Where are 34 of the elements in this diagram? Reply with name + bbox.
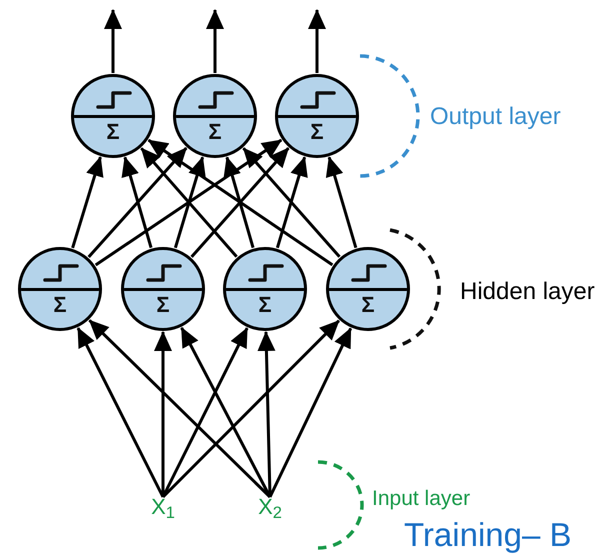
sum-symbol: Σ (208, 121, 222, 143)
arrow (71, 156, 104, 248)
arrow (276, 156, 308, 248)
arrow (88, 319, 272, 498)
arrow (140, 147, 238, 258)
arrow (104, 9, 122, 73)
arrow (242, 147, 341, 258)
arrow (174, 156, 206, 248)
sum-symbol: Σ (156, 294, 170, 316)
arrow (162, 327, 248, 498)
layer-label: Training– B (404, 515, 572, 555)
sum-symbol: Σ (53, 294, 67, 316)
arrow (326, 156, 358, 248)
arrow (206, 9, 224, 73)
arrow (148, 138, 334, 266)
arrow (76, 327, 164, 498)
sum-symbol: Σ (310, 121, 324, 143)
input-label: X$_{1}$ (148, 496, 178, 528)
layer-label: Hidden layer (460, 277, 595, 307)
sum-symbol: Σ (361, 294, 375, 316)
arrow (94, 138, 282, 266)
arrow (162, 320, 340, 498)
arrow (88, 147, 188, 258)
input-label: X$_{2}$ (255, 496, 285, 528)
arrow (154, 331, 172, 497)
layer-label: Output layer (430, 102, 561, 132)
sum-symbol: Σ (106, 121, 120, 143)
arrow (190, 147, 290, 258)
arrow (180, 326, 272, 498)
arrow (224, 156, 254, 248)
arrow (122, 156, 152, 248)
layer-label: Input layer (372, 486, 470, 512)
sum-symbol: Σ (258, 294, 272, 316)
arrow (308, 9, 326, 73)
